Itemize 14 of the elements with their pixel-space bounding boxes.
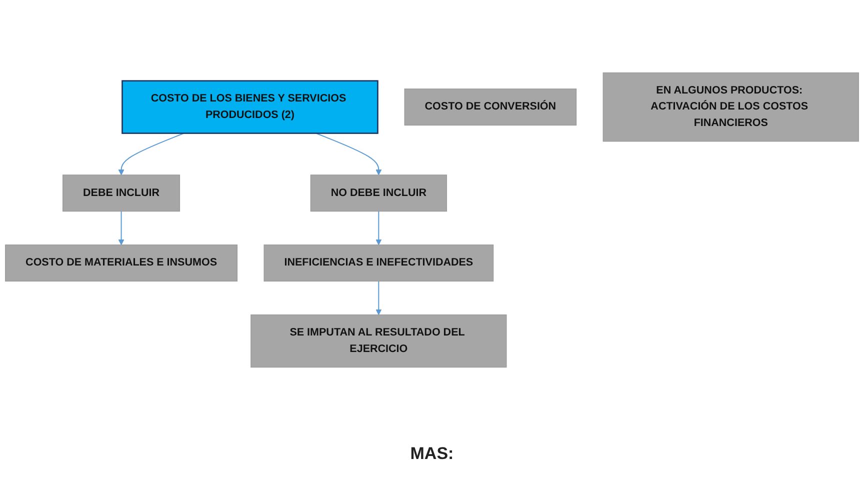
node-box: SE IMPUTAN AL RESULTADO DEL EJERCICIO <box>250 314 507 368</box>
arrow <box>118 132 184 176</box>
note-text: MAS: <box>410 444 454 463</box>
arrow <box>118 211 124 246</box>
arrow <box>376 211 382 246</box>
node-box: NO DEBE INCLUIR <box>310 174 447 212</box>
arrow <box>316 132 382 176</box>
node-box: COSTO DE LOS BIENES Y SERVICIOS PRODUCIDOS (2) <box>122 80 378 134</box>
node-box: COSTO DE MATERIALES E INSUMOS <box>5 244 238 282</box>
arrow <box>376 281 382 316</box>
node-box: EN ALGUNOS PRODUCTOS: ACTIVACIÓN DE LOS COSTOS FINANCIEROS <box>602 72 859 142</box>
node-box: DEBE INCLUIR <box>62 174 180 212</box>
node-box: COSTO DE CONVERSIÓN <box>404 88 577 126</box>
node-box: INEFICIENCIAS E INEFECTIVIDADES <box>264 244 494 282</box>
